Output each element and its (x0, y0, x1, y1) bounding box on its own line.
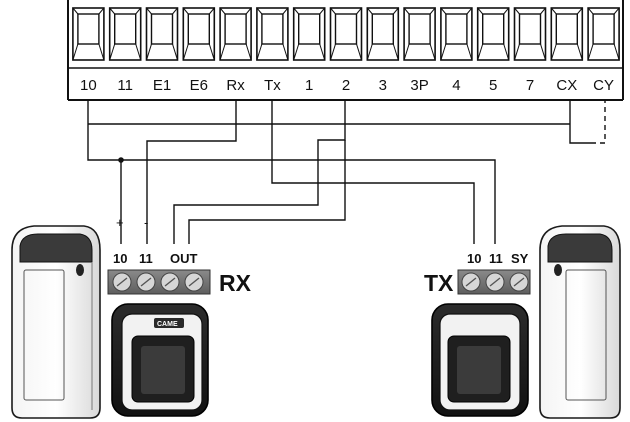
rx-photocell: CAME (111, 303, 209, 417)
terminal-screw-e1 (145, 7, 179, 61)
terminal-screw-rx (219, 7, 252, 61)
terminal-screw-3 (366, 7, 400, 61)
left-column-housing (11, 225, 101, 419)
terminal-screw-10 (72, 7, 105, 61)
rx-terminal-label-10: 10 (113, 251, 127, 266)
tx-terminal-strip: 10 11 SY TX (424, 251, 531, 296)
terminal-label-11: 11 (117, 77, 133, 94)
terminal-label-1: 1 (305, 77, 313, 94)
wire-cx (569, 100, 591, 144)
terminal-block: 10 11 E1 E6 Rx Tx 1 2 3 3P 4 5 7 CX CY (67, 0, 624, 101)
terminal-label-tx: Tx (264, 77, 281, 94)
wires (87, 100, 606, 244)
tx-screw-slot (489, 277, 501, 287)
wire-tx (271, 100, 475, 244)
rx-terminal-label-out: OUT (170, 251, 198, 266)
rx-screw-slot (188, 277, 200, 287)
tx-terminal-label-sy: SY (511, 251, 529, 266)
plus-sign: + (116, 215, 124, 230)
terminal-label-e1: E1 (153, 77, 171, 94)
junction-dot (118, 157, 124, 163)
right-column-housing (539, 225, 621, 419)
rx-screw-slot (140, 277, 152, 287)
terminal-screw-11 (108, 7, 142, 61)
tx-label: TX (424, 270, 454, 296)
terminal-label-cx: CX (556, 77, 577, 94)
rx-terminal-label-11: 11 (139, 251, 153, 266)
terminal-label-3p: 3P (410, 77, 428, 94)
terminal-screw-tx (256, 7, 289, 61)
came-badge: CAME (157, 321, 178, 328)
wire-out-2 (188, 140, 346, 244)
wire-out-1 (173, 100, 346, 244)
minus-sign: - (144, 215, 148, 230)
terminal-label-5: 5 (489, 77, 497, 94)
terminal-label-7: 7 (526, 77, 534, 94)
terminal-label-10: 10 (80, 77, 97, 94)
terminal-screw-5 (476, 7, 510, 61)
terminal-label-e6: E6 (190, 77, 208, 94)
terminal-screw-1 (292, 7, 326, 61)
bridge-cx-cy (591, 100, 606, 144)
terminal-label-3: 3 (379, 77, 387, 94)
tx-terminal-label-10: 10 (467, 251, 481, 266)
terminal-label-2: 2 (342, 77, 350, 94)
rx-terminal-strip: 10 11 OUT RX (107, 251, 252, 296)
terminal-screw-3p (403, 7, 436, 61)
terminal-screw-e6 (182, 7, 216, 61)
terminal-label-cy: CY (593, 77, 614, 94)
terminal-screw-4 (440, 7, 473, 61)
wire-10 (87, 100, 496, 244)
wire-rx (146, 100, 237, 244)
terminal-label-4: 4 (452, 77, 460, 94)
tx-screw-slot (513, 277, 525, 287)
tx-terminal-label-11: 11 (489, 251, 503, 266)
rx-label: RX (219, 270, 252, 296)
tx-photocell (431, 303, 529, 417)
terminal-screw-cx (550, 7, 584, 61)
rx-screw-slot (116, 277, 128, 287)
terminal-screw-2 (329, 7, 363, 61)
terminal-label-rx: Rx (226, 77, 245, 94)
rx-screw-slot (164, 277, 176, 287)
terminal-screw-cy (587, 7, 620, 61)
tx-screw-slot (465, 277, 477, 287)
terminal-screw-7 (513, 7, 547, 61)
